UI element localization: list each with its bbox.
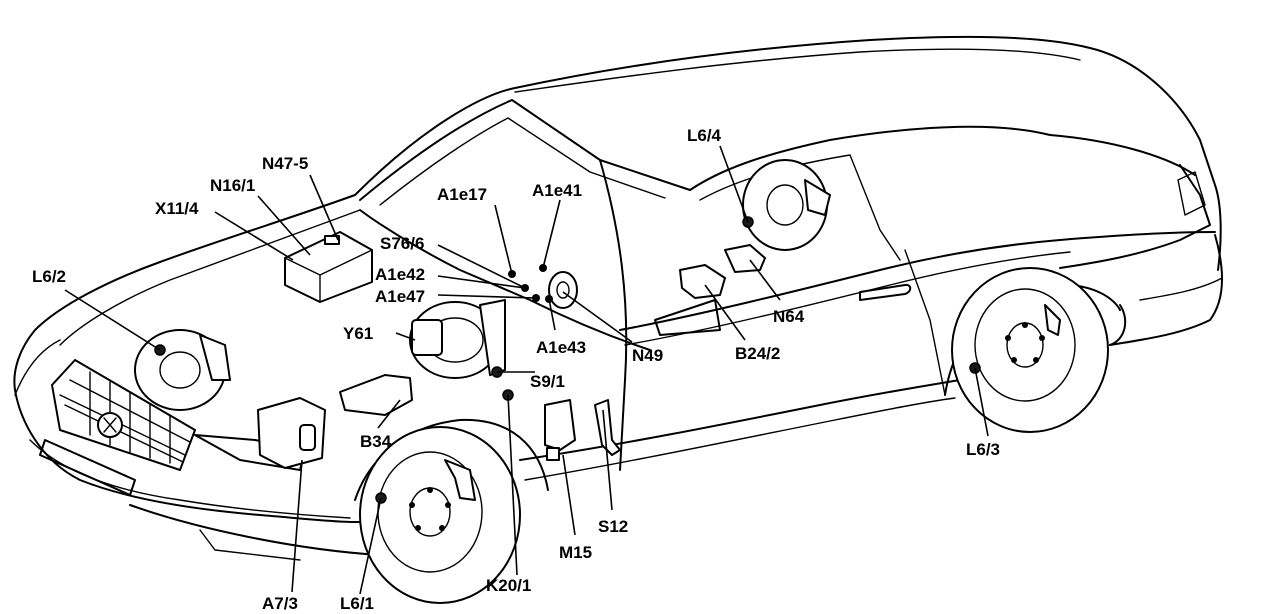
rear-wheel bbox=[951, 267, 1109, 433]
rear-left-disc-exploded bbox=[742, 159, 831, 251]
label-a1e42: A1e42 bbox=[375, 265, 425, 284]
label-a1e17: A1e17 bbox=[437, 185, 487, 204]
label-b24-2: B24/2 bbox=[735, 344, 780, 363]
leader-lines bbox=[64, 145, 989, 595]
label-a7-3: A7/3 bbox=[262, 594, 298, 613]
label-y61: Y61 bbox=[343, 324, 373, 343]
components bbox=[154, 216, 981, 504]
label-b34: B34 bbox=[360, 432, 392, 451]
label-s9-1: S9/1 bbox=[530, 372, 565, 391]
label-s12: S12 bbox=[598, 517, 628, 536]
label-a1e43: A1e43 bbox=[536, 338, 586, 357]
label-n16-1: N16/1 bbox=[210, 176, 255, 195]
label-n49: N49 bbox=[632, 346, 663, 365]
front-left-disc-exploded bbox=[134, 329, 231, 411]
car-body bbox=[13, 35, 1223, 561]
label-l6-3: L6/3 bbox=[966, 440, 1000, 459]
label-l6-4: L6/4 bbox=[687, 126, 722, 145]
label-a1e47: A1e47 bbox=[375, 287, 425, 306]
label-a1e41: A1e41 bbox=[532, 181, 582, 200]
label-n47-5: N47-5 bbox=[262, 154, 308, 173]
label-l6-2: L6/2 bbox=[32, 267, 66, 286]
component-labels: N47-5 N16/1 X11/4 L6/2 A1e17 A1e41 S76/6… bbox=[32, 126, 1000, 613]
front-wheel bbox=[359, 426, 521, 604]
label-l6-1: L6/1 bbox=[340, 594, 374, 613]
label-s76-6: S76/6 bbox=[380, 234, 424, 253]
label-m15: M15 bbox=[559, 543, 592, 562]
label-k20-1: K20/1 bbox=[486, 576, 531, 595]
label-x11-4: X11/4 bbox=[155, 199, 199, 218]
label-n64: N64 bbox=[773, 307, 805, 326]
